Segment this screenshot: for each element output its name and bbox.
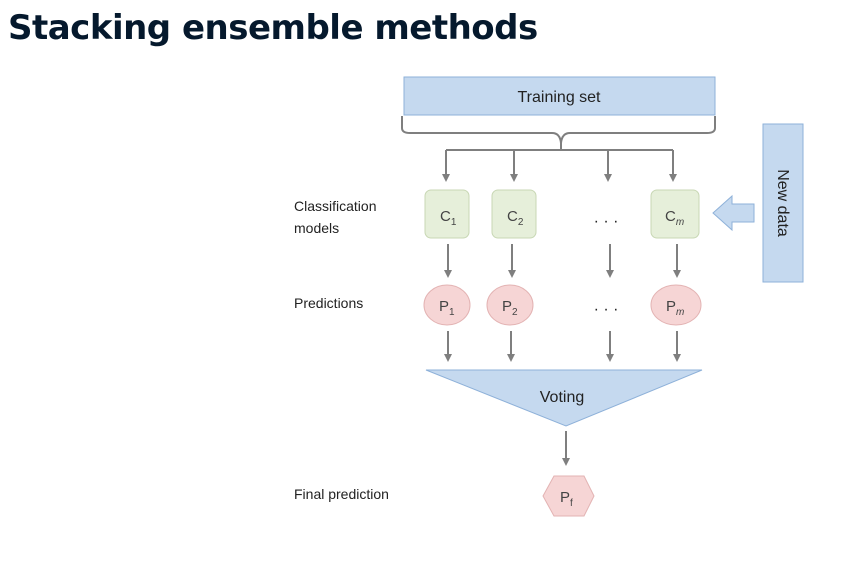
classifier-cm-base: C [665,208,676,225]
classifier-c1-base: C [440,208,451,225]
new-data-arrow [712,194,755,232]
row-label-classification: Classification [294,198,376,214]
classifier-c2: C2 [491,189,537,239]
prediction-p1-base: P [439,298,449,315]
classifier-c2-sub: 2 [518,217,524,228]
new-data-label: New data [774,169,791,237]
svg-text:Pm: Pm [666,298,684,318]
prediction-p2-sub: 2 [512,307,518,318]
prediction-p1-sub: 1 [449,307,455,318]
prediction-pm-base: P [666,298,676,315]
final-prediction-sub: f [570,498,573,509]
prediction-p2-base: P [502,298,512,315]
prediction-p2: P2 [486,284,534,326]
prediction-pm-sub: m [676,307,684,318]
final-prediction-node: Pf [542,475,595,517]
new-data-box [762,123,804,283]
prediction-pm: Pm [650,284,702,326]
final-prediction-base: P [560,489,570,506]
classifier-cm-sub: m [676,217,684,228]
classifier-ellipsis: · · · [594,213,619,230]
svg-text:C2: C2 [507,208,524,228]
classifier-c1: C1 [424,189,470,239]
classifier-cm: Cm [650,189,700,239]
training-set-brace [401,116,716,144]
prediction-ellipsis: · · · [594,301,619,318]
svg-text:Cm: Cm [665,208,684,228]
classifier-c1-sub: 1 [451,217,457,228]
row-label-predictions: Predictions [294,295,363,311]
svg-text:C1: C1 [440,208,457,228]
training-set-label: Training set [518,89,602,106]
page-title: Stacking ensemble methods [8,8,538,48]
voting-triangle [425,369,703,427]
prediction-p1: P1 [423,284,471,326]
voting-label: Voting [540,389,584,406]
row-label-final-prediction: Final prediction [294,486,389,502]
training-set-box [403,76,716,116]
svg-text:Pf: Pf [560,489,573,509]
svg-text:P2: P2 [502,298,518,318]
svg-text:P1: P1 [439,298,455,318]
row-label-models: models [294,220,339,236]
classifier-c2-base: C [507,208,518,225]
